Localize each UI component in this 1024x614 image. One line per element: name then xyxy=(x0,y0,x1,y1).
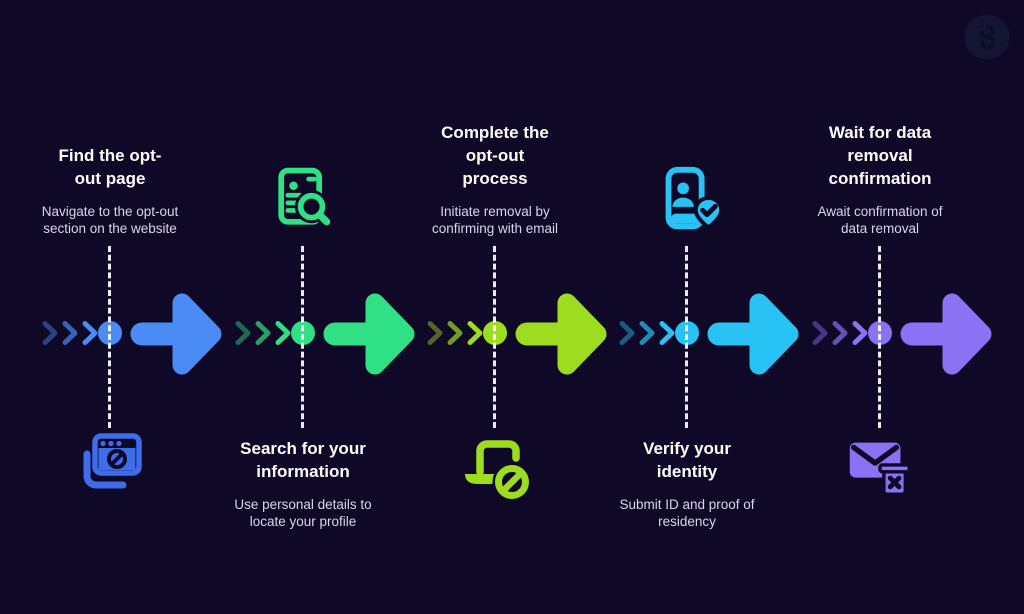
step-title: Complete the opt-out process xyxy=(441,123,549,188)
arrow-right-icon xyxy=(707,293,799,375)
chevrons-icon xyxy=(427,321,483,345)
connector-dashed-line xyxy=(301,246,304,428)
profile-search-icon xyxy=(266,163,340,237)
step-subtitle: Submit ID and proof of residency xyxy=(619,496,755,530)
step-title: Search for your information xyxy=(240,439,366,481)
step-wait-confirmation: Wait for data removal confirmation Await… xyxy=(784,0,992,614)
step-text-block: Wait for data removal confirmation Await… xyxy=(784,122,976,238)
laptop-blocked-icon xyxy=(456,426,536,506)
step-title: Find the opt-out page xyxy=(58,146,162,188)
step-text-block: Complete the opt-out process Initiate re… xyxy=(399,122,591,238)
chevrons-icon xyxy=(235,321,291,345)
step-title: Wait for data removal confirmation xyxy=(828,123,932,188)
step-subtitle: Navigate to the opt-out section on the w… xyxy=(41,203,179,237)
step-subtitle: Use personal details to locate your prof… xyxy=(234,496,372,530)
step-search-information: Search for your information Use personal… xyxy=(207,0,415,614)
email-removed-icon xyxy=(841,426,917,502)
step-title: Verify your identity xyxy=(643,439,731,481)
step-text-block: Search for your information Use personal… xyxy=(207,438,399,531)
step-text-block: Find the opt-out page Navigate to the op… xyxy=(14,145,206,238)
arrow-right-icon xyxy=(900,293,992,375)
connector-dashed-line xyxy=(878,246,881,428)
connector-dashed-line xyxy=(493,246,496,428)
brand-logo-watermark xyxy=(963,13,1011,61)
step-subtitle: Initiate removal by confirming with emai… xyxy=(431,203,559,237)
step-find-opt-out-page: Find the opt-out page Navigate to the op… xyxy=(14,0,222,614)
connector-dashed-line xyxy=(685,246,688,428)
chevrons-icon xyxy=(812,321,868,345)
step-subtitle: Await confirmation of data removal xyxy=(817,203,943,237)
step-complete-opt-out: Complete the opt-out process Initiate re… xyxy=(399,0,607,614)
browser-blocked-icon xyxy=(71,426,149,504)
step-verify-identity: Verify your identity Submit ID and proof… xyxy=(591,0,799,614)
arrow-right-icon xyxy=(515,293,607,375)
chevrons-icon xyxy=(42,321,98,345)
step-text-block: Verify your identity Submit ID and proof… xyxy=(591,438,783,531)
arrow-right-icon xyxy=(323,293,415,375)
chevrons-icon xyxy=(619,321,675,345)
smartphone-verified-icon xyxy=(650,163,726,239)
connector-dashed-line xyxy=(108,246,111,428)
logo-circle-icon xyxy=(964,14,1010,60)
arrow-right-icon xyxy=(130,293,222,375)
